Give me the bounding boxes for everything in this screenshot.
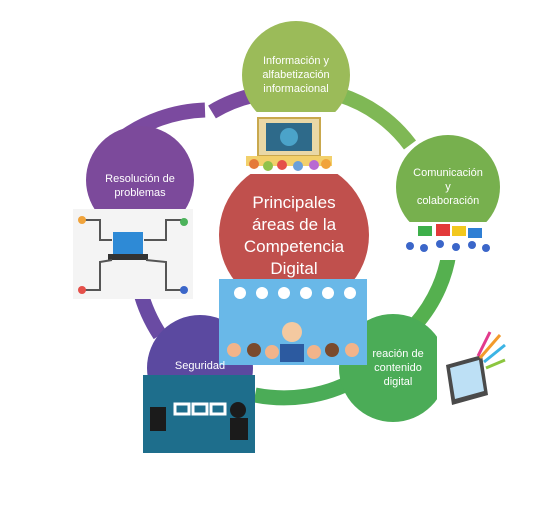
digital-network-children-illustration: [219, 279, 367, 365]
center-line-3: Competencia: [243, 237, 345, 256]
center-line-1: Principales: [252, 193, 336, 212]
node-circle-problems: [86, 126, 194, 234]
node-label-problems: Resolución de problemas: [105, 173, 175, 199]
node-label-comm: Comunicación y colaboración: [413, 167, 483, 207]
center-line-2: áreas de la: [251, 215, 337, 234]
laptop-creativity-illustration: [437, 330, 507, 408]
node-label-create: reación de contenido digital: [372, 348, 424, 388]
circuit-laptop-illustration: [73, 209, 193, 299]
ring-arc-info-comm: [337, 87, 417, 150]
ring-arc-create-security: [253, 373, 359, 406]
node-label-info: Información y alfabetización informacion…: [262, 55, 330, 95]
center-title: Principales áreas de la Competencia Digi…: [224, 192, 364, 280]
node-circle-comm: [396, 135, 500, 239]
children-computer-illustration: [240, 112, 338, 174]
people-puzzle-illustration: [403, 222, 497, 260]
cyber-thief-illustration: [143, 375, 255, 453]
center-line-4: Digital: [270, 259, 318, 278]
node-label-security: Seguridad: [174, 360, 226, 372]
center-circle: [219, 160, 369, 310]
node-circle-info: [242, 21, 350, 129]
